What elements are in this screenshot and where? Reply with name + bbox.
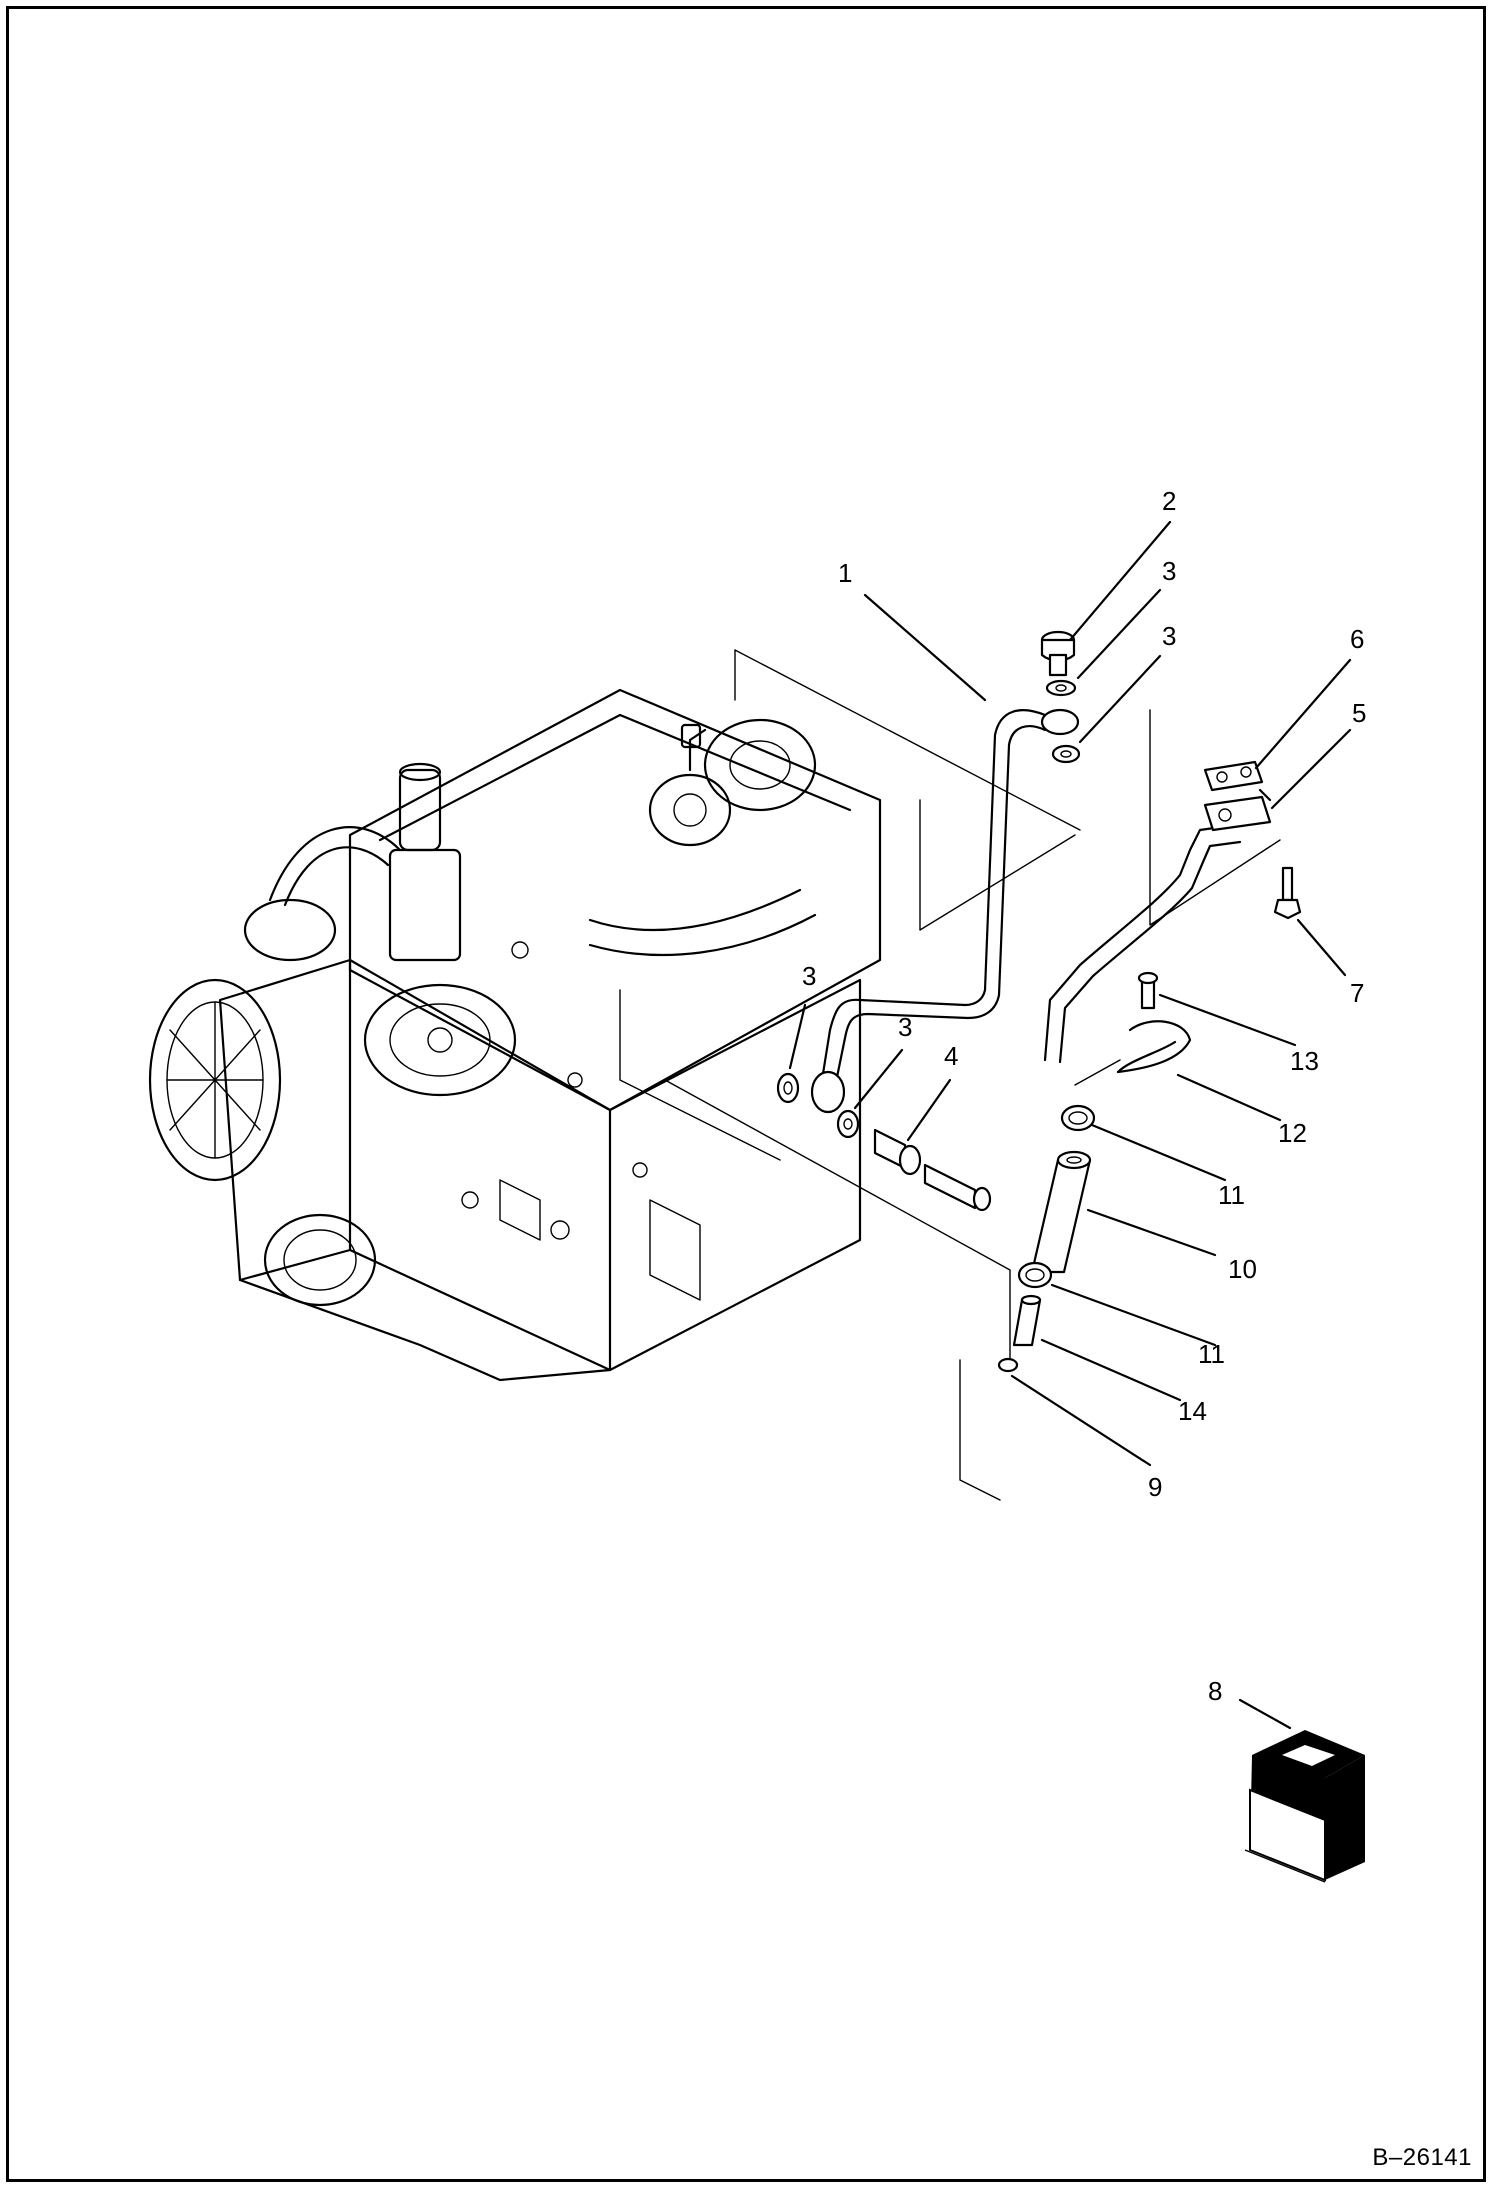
callout-3-lower-a: 3 (802, 961, 816, 991)
part-2-banjo-bolt (1040, 630, 1076, 677)
engine-assembly (148, 688, 882, 1382)
part-3-washer-lower-a (776, 1072, 800, 1104)
part-12-clamp (1116, 1020, 1192, 1074)
part-8-decal-sheet (1244, 1730, 1365, 1883)
callout-labels: 1 2 3 3 3 3 4 5 6 7 8 9 10 11 11 12 13 1… (802, 486, 1366, 1706)
callout-7: 7 (1350, 978, 1364, 1008)
callout-leaders (788, 520, 1352, 1730)
part-5-return-pipe (1043, 760, 1272, 1064)
callout-12: 12 (1278, 1118, 1307, 1148)
callout-11-lower: 11 (1198, 1339, 1225, 1369)
callout-3-top-a: 3 (1162, 556, 1176, 586)
callout-8: 8 (1208, 1676, 1222, 1706)
part-7-bolt (1273, 866, 1302, 920)
part-14-connector (1012, 1294, 1042, 1347)
assembly-leader-lines (619, 649, 1281, 1501)
callout-2: 2 (1162, 486, 1176, 516)
part-3-washer-lower-b (836, 1109, 860, 1139)
callout-1: 1 (838, 558, 852, 588)
callout-5: 5 (1352, 698, 1366, 728)
figure-code: B–26141 (1372, 2144, 1472, 2171)
callout-3-top-b: 3 (1162, 621, 1176, 651)
part-4-adapter-fitting (873, 1128, 992, 1212)
callout-14: 14 (1178, 1396, 1207, 1426)
callout-11-upper: 11 (1218, 1180, 1245, 1210)
page-frame (6, 6, 1486, 2182)
part-10-hose (1030, 1150, 1092, 1274)
callout-6: 6 (1350, 624, 1364, 654)
part-11-hose-clamp-lower (1017, 1261, 1053, 1289)
callout-4: 4 (944, 1041, 958, 1071)
part-11-hose-clamp-upper (1060, 1104, 1096, 1132)
part-9-o-ring (997, 1357, 1019, 1373)
callout-9: 9 (1148, 1472, 1162, 1502)
part-1-oil-pipe (810, 708, 1080, 1114)
callout-10: 10 (1228, 1254, 1257, 1284)
callout-13: 13 (1290, 1046, 1319, 1076)
part-3-washer-top-b (1051, 744, 1081, 764)
part-3-washer-top-a (1045, 679, 1077, 697)
callout-3-lower-b: 3 (898, 1012, 912, 1042)
part-13-bolt (1137, 971, 1159, 1010)
